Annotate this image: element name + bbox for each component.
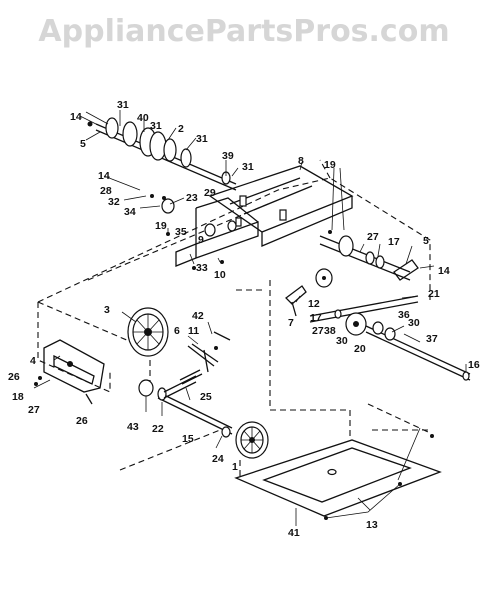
- lower-drive-assembly: [138, 375, 269, 459]
- callout-42: 42: [192, 310, 204, 322]
- callout-26-left: 26: [8, 371, 20, 383]
- callout-18: 18: [12, 391, 24, 403]
- callout-33: 33: [196, 262, 208, 274]
- callout-31-a: 31: [117, 99, 129, 111]
- base-plate: [234, 427, 442, 520]
- callout-5-right: 5: [423, 235, 429, 247]
- watermark-logo: AppliancePartsPros.com: [38, 14, 450, 49]
- callout-20: 20: [354, 343, 366, 355]
- callout-21: 21: [428, 288, 440, 300]
- callout-5-upper: 5: [80, 138, 86, 150]
- callout-15: 15: [182, 433, 194, 445]
- callout-35: 35: [175, 226, 187, 238]
- shift-lever: [179, 331, 231, 385]
- callout-11: 11: [188, 325, 199, 337]
- callout-14-upper: 14: [70, 111, 82, 123]
- callout-27-right: 27: [367, 231, 379, 243]
- callout-12: 12: [308, 298, 320, 310]
- callout-1: 1: [232, 461, 238, 473]
- side-bracket: [33, 339, 105, 405]
- callout-7: 7: [288, 317, 294, 329]
- callout-19-right: 19: [324, 159, 336, 171]
- callout-8: 8: [298, 155, 304, 167]
- top-plate: [208, 165, 354, 247]
- callout-22: 22: [152, 423, 164, 435]
- cabinet-outline: [37, 159, 431, 480]
- callout-17-right: 17: [388, 236, 400, 248]
- callout-31-c: 31: [196, 133, 208, 145]
- callout-27-lower: 27: [312, 325, 324, 337]
- callout-27-left: 27: [28, 404, 40, 416]
- callout-24: 24: [212, 453, 224, 465]
- callout-30-a: 30: [336, 335, 348, 347]
- callout-2: 2: [178, 123, 184, 135]
- large-wheel: [127, 307, 169, 357]
- callout-36: 36: [398, 309, 410, 321]
- callout-14-right: 14: [438, 265, 450, 277]
- callout-31-d: 31: [242, 161, 254, 173]
- callout-labels: 14 31 40 31 2 31 5 14 39 31 8 19 28 32 2…: [8, 99, 480, 539]
- callout-19-left: 19: [155, 220, 167, 232]
- callout-3: 3: [104, 304, 110, 316]
- callout-6: 6: [174, 325, 180, 337]
- callout-14-mid: 14: [98, 170, 110, 182]
- callout-39: 39: [222, 150, 234, 162]
- callout-37: 37: [426, 333, 438, 345]
- callout-23: 23: [186, 192, 198, 204]
- callout-10: 10: [214, 269, 226, 281]
- callout-34: 34: [124, 206, 136, 218]
- callout-43: 43: [127, 421, 139, 433]
- callout-32: 32: [108, 196, 120, 208]
- right-side-assembly: [319, 230, 435, 281]
- callout-4: 4: [30, 355, 36, 367]
- leader-lines: [53, 110, 467, 526]
- callout-17-lower: 17: [310, 312, 322, 324]
- callout-26-bottom: 26: [76, 415, 88, 427]
- callout-30-b: 30: [408, 317, 420, 329]
- callout-28: 28: [100, 185, 112, 197]
- callout-31-b: 31: [150, 120, 162, 132]
- callout-41: 41: [288, 527, 300, 539]
- middle-pulley-assembly: [285, 268, 419, 336]
- lower-right-shaft: [365, 321, 471, 381]
- callout-13: 13: [366, 519, 378, 531]
- gear-bracket: [150, 194, 259, 270]
- callout-40: 40: [137, 112, 149, 124]
- callout-25: 25: [200, 391, 212, 403]
- callout-9: 9: [198, 234, 204, 246]
- callout-16: 16: [468, 359, 480, 371]
- callout-38: 38: [324, 325, 336, 337]
- callout-29: 29: [204, 187, 216, 199]
- upper-shaft-assembly: [87, 117, 237, 191]
